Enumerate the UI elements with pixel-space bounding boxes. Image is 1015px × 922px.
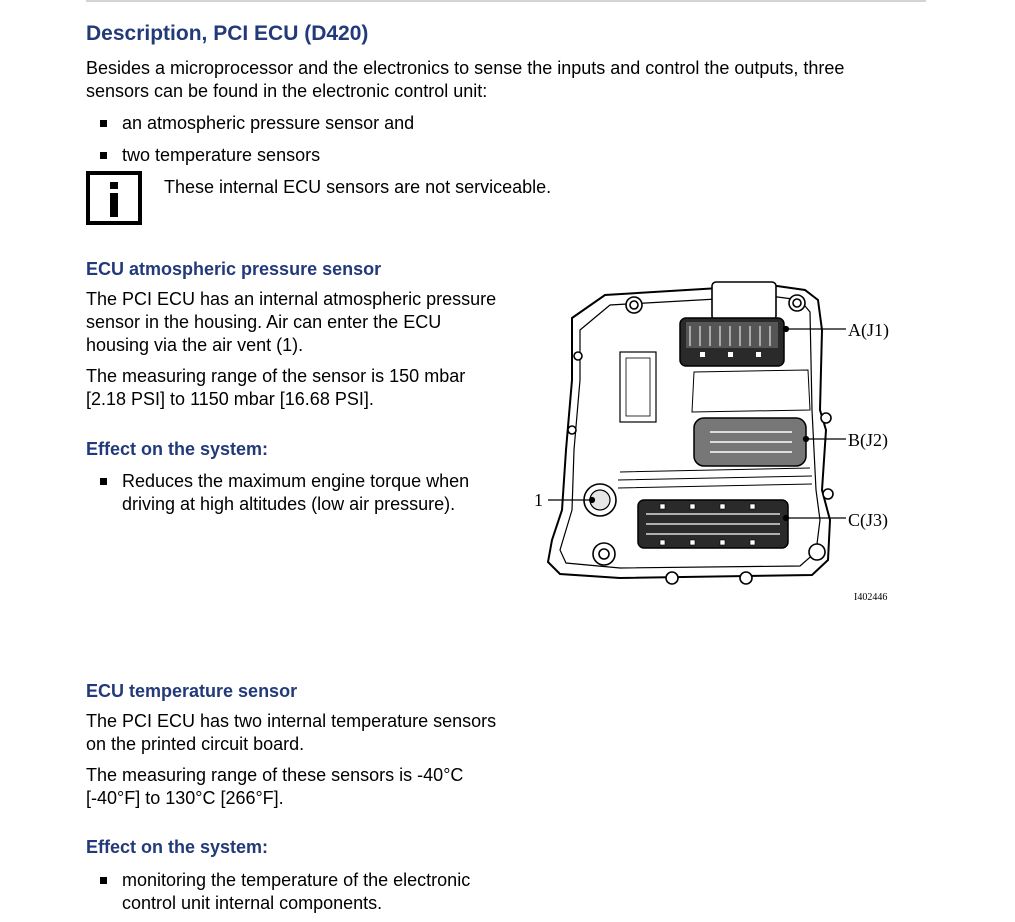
label-j3: C(J3)	[848, 510, 888, 531]
ecu-illustration: A(J1) B(J2) C(J3) 1 I402446	[534, 281, 889, 603]
page-title: Description, PCI ECU (D420)	[86, 22, 369, 45]
mounting-holes	[567, 294, 834, 585]
temperature-heading: ECU temperature sensor	[86, 681, 298, 701]
note-text: These internal ECU sensors are not servi…	[164, 177, 552, 197]
connector-j2	[693, 417, 807, 467]
air-vent	[583, 483, 617, 517]
intro-bullet-2: two temperature sensors	[99, 145, 321, 165]
pressure-paragraph-2: The measuring range of the sensor is 150…	[86, 366, 466, 409]
label-j1: A(J1)	[848, 320, 889, 341]
connector-j1	[679, 281, 785, 367]
temperature-effect-heading: Effect on the system:	[86, 837, 269, 857]
temperature-paragraph-1: The PCI ECU has two internal temperature…	[86, 711, 497, 754]
figure-code: I402446	[854, 592, 887, 603]
temperature-paragraph-2: The measuring range of these sensors is …	[86, 765, 464, 808]
label-vent: 1	[534, 490, 543, 510]
temperature-effect-bullet: monitoring the temperature of the electr…	[100, 869, 522, 915]
pressure-paragraph-1: The PCI ECU has an internal atmospheric …	[86, 289, 497, 355]
pressure-heading: ECU atmospheric pressure sensor	[86, 259, 382, 279]
connector-j3	[637, 499, 789, 549]
pressure-effect-heading: Effect on the system:	[86, 439, 269, 459]
intro-bullet-1: an atmospheric pressure sensor and	[99, 113, 415, 133]
label-j2: B(J2)	[848, 430, 888, 451]
intro-text: Besides a microprocessor and the electro…	[86, 58, 845, 101]
pressure-effect-bullet: Reduces the maximum engine torque when d…	[100, 470, 482, 516]
top-rule	[86, 0, 926, 2]
info-icon	[86, 171, 142, 225]
